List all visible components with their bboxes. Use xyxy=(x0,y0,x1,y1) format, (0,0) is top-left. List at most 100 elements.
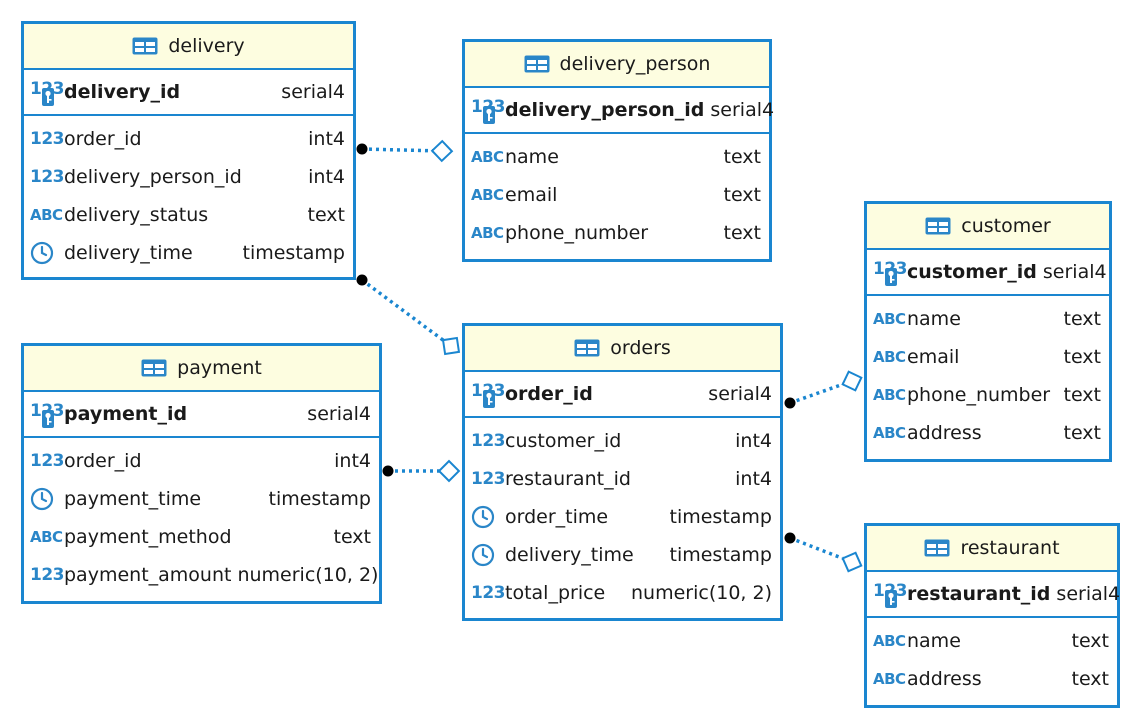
column-name: phone_number xyxy=(505,222,649,244)
entity-customer[interactable]: customer 123customer_idserial4ABCnametext… xyxy=(864,201,1112,462)
column-type: serial4 xyxy=(307,403,371,425)
text-icon: ABC xyxy=(873,670,906,688)
column-type: numeric(10, 2) xyxy=(631,582,772,604)
relation-endpoint-dot xyxy=(382,465,394,477)
entity-title: customer xyxy=(961,215,1051,237)
column-type: text xyxy=(1071,630,1110,652)
column-name: delivery_status xyxy=(64,204,209,226)
column-name: order_time xyxy=(505,506,609,528)
entity-header: restaurant xyxy=(867,526,1117,572)
column-type: text xyxy=(1063,346,1102,368)
entity-title: delivery xyxy=(168,35,245,57)
column-type: serial4 xyxy=(281,81,345,103)
entity-orders[interactable]: orders123order_idserial4123customer_idin… xyxy=(462,323,783,621)
entity-title: payment xyxy=(177,357,262,379)
number-icon: 123 xyxy=(471,431,506,451)
primary-key-icon: 123 xyxy=(873,259,908,286)
entity-delivery-person[interactable]: delivery_person 123delivery_person_idseri… xyxy=(462,39,774,262)
column-name: phone_number xyxy=(907,384,1051,406)
entity-header: payment xyxy=(24,346,379,392)
relation-endpoint-diamond xyxy=(841,370,863,392)
column-type: int4 xyxy=(308,128,345,150)
relation-endpoint-diamond xyxy=(841,551,863,573)
column-type: text xyxy=(723,146,762,168)
number-icon: 123 xyxy=(30,129,65,149)
relation-endpoint-diamond xyxy=(430,139,454,163)
number-icon: 123 xyxy=(471,583,506,603)
text-icon: ABC xyxy=(471,224,504,242)
table-icon xyxy=(574,339,600,357)
column-name: name xyxy=(907,630,961,652)
column-type: text xyxy=(307,204,346,226)
column-type: int4 xyxy=(735,468,772,490)
link-payment-orders[interactable] xyxy=(382,459,461,483)
entity-title: orders xyxy=(610,337,671,359)
entity-header: delivery xyxy=(24,24,353,70)
text-icon: ABC xyxy=(471,148,504,166)
column-name: total_price xyxy=(505,582,606,604)
entity-header: orders xyxy=(465,326,780,372)
entity-restaurant[interactable]: restaurant123restaurant_idserial4ABCname… xyxy=(864,523,1120,708)
text-icon: ABC xyxy=(30,528,63,546)
column-row[interactable]: delivery_time timestamp xyxy=(24,234,353,272)
text-icon: ABC xyxy=(873,632,906,650)
link-orders-restaurant[interactable] xyxy=(784,532,863,573)
column-name: order_id xyxy=(64,450,142,472)
column-type: text xyxy=(1063,384,1102,406)
table-icon xyxy=(141,359,167,377)
column-name: payment_time xyxy=(64,488,202,510)
column-name: delivery_time xyxy=(64,242,193,264)
column-name: delivery_person_id xyxy=(64,166,242,188)
link-delivery-delivery-person[interactable] xyxy=(356,139,454,163)
column-type: text xyxy=(1063,422,1102,444)
number-icon: 123 xyxy=(30,167,65,187)
clock-icon xyxy=(471,505,505,529)
relation-endpoint-diamond xyxy=(441,336,461,356)
column-type: int4 xyxy=(334,450,371,472)
column-name: delivery_time xyxy=(505,544,634,566)
column-name: customer_id xyxy=(907,261,1037,283)
relation-endpoint-dot xyxy=(356,143,368,155)
relation-endpoint-diamond xyxy=(437,459,461,483)
primary-key-icon: 123 xyxy=(471,381,506,408)
column-type: text xyxy=(1063,308,1102,330)
number-icon: 123 xyxy=(30,451,65,471)
column-type: timestamp xyxy=(242,242,346,264)
column-type: serial4 xyxy=(710,99,775,121)
column-name: payment_amount xyxy=(64,564,232,586)
entity-title: delivery_person xyxy=(559,53,711,75)
table-icon xyxy=(524,55,550,73)
link-orders-customer[interactable] xyxy=(784,370,863,409)
